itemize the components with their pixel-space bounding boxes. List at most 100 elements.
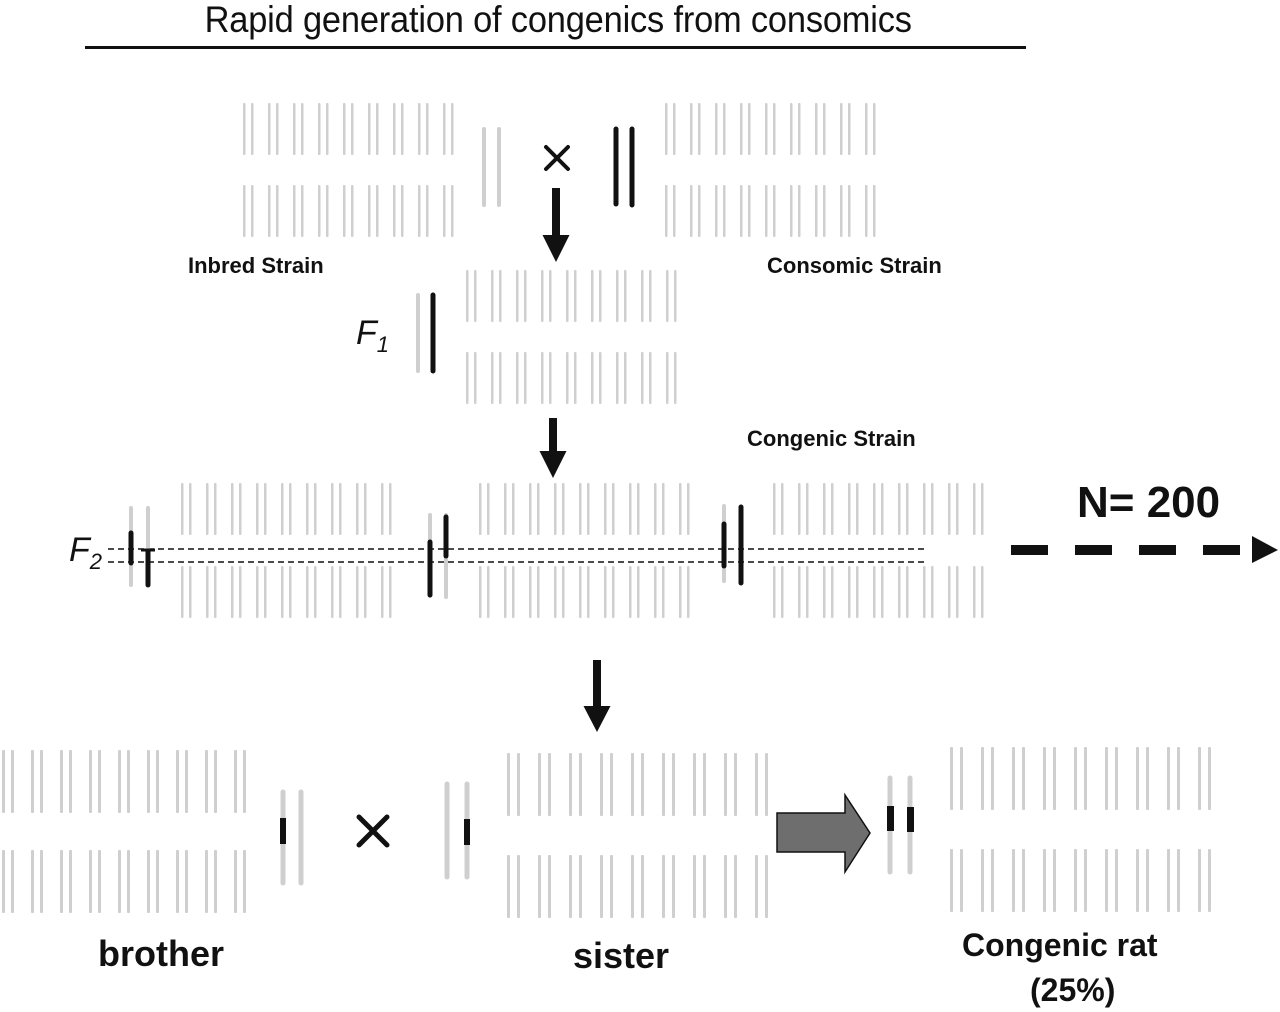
- chromosome: [364, 566, 367, 618]
- chromosome: [214, 566, 217, 618]
- chromosome: [156, 850, 159, 913]
- chromosome: [662, 855, 665, 918]
- chromosome: [499, 270, 502, 322]
- congenic-rat-percentage: (25%): [1030, 972, 1116, 1008]
- chromosome: [189, 566, 192, 618]
- f2-label: F2: [69, 531, 102, 575]
- chromosome: [343, 185, 346, 237]
- block-right-arrow-icon: [776, 792, 871, 875]
- chromosome: [906, 566, 909, 618]
- title-text: Rapid generation of congenics from conso…: [204, 0, 912, 40]
- title-underline: [85, 46, 1026, 49]
- chromosome: [641, 753, 644, 816]
- chromosome: [231, 566, 234, 618]
- chromosome: [823, 566, 826, 618]
- chromosome: [641, 352, 644, 404]
- chromosome: [755, 855, 758, 918]
- chromosome: [579, 483, 582, 535]
- chromosome: [206, 566, 209, 618]
- chromosome: [516, 352, 519, 404]
- chromosome: [276, 103, 279, 155]
- chromosome: [641, 270, 644, 322]
- chromosome: [848, 483, 851, 535]
- chromosome: [765, 103, 768, 155]
- chromosome: [276, 185, 279, 237]
- chromosome: [504, 566, 507, 618]
- chromosome: [631, 753, 634, 816]
- chromosome: [1115, 849, 1118, 912]
- down-arrow-icon: [583, 660, 611, 732]
- arrow-shaft: [549, 418, 557, 451]
- chromosome: [118, 750, 121, 813]
- chromosome: [538, 855, 541, 918]
- chromosome: [673, 185, 676, 237]
- f2-base: F: [69, 531, 90, 569]
- chromosome: [537, 483, 540, 535]
- chromosome: [339, 566, 342, 618]
- chromosome: [740, 103, 743, 155]
- chromosome: [268, 103, 271, 155]
- chromosome: [881, 483, 884, 535]
- chromosome: [1105, 849, 1108, 912]
- chromosome: [314, 566, 317, 618]
- chromosome: [923, 566, 926, 618]
- chromosome: [679, 483, 682, 535]
- chromosome: [256, 566, 259, 618]
- chromosome: [234, 850, 237, 913]
- chromosome: [512, 483, 515, 535]
- dash-segment: [1011, 545, 1048, 555]
- chromosome: [798, 566, 801, 618]
- chromosome: [698, 185, 701, 237]
- chromosome: [616, 270, 619, 322]
- chromosome: [181, 483, 184, 535]
- f1-subscript: 1: [376, 332, 390, 357]
- chromosome: [773, 483, 776, 535]
- chromosome: [740, 185, 743, 237]
- chromosome: [418, 185, 421, 237]
- chromosome: [189, 483, 192, 535]
- chromosome: [127, 750, 130, 813]
- f1-genome: [466, 270, 677, 404]
- dash-segment: [1203, 545, 1240, 555]
- chromosome: [301, 103, 304, 155]
- cross-icon: [356, 814, 390, 848]
- dash-segment: [1075, 545, 1112, 555]
- chromosome: [1208, 849, 1211, 912]
- chromosome: [666, 352, 669, 404]
- brother-genome: [2, 750, 246, 913]
- chromosome: [662, 566, 665, 618]
- chromosome: [781, 483, 784, 535]
- chromosome: [1053, 747, 1056, 810]
- chromosome: [698, 103, 701, 155]
- chromosome: [504, 483, 507, 535]
- chromosome: [948, 566, 951, 618]
- chromosome: [401, 103, 404, 155]
- chromosome: [89, 750, 92, 813]
- chromosome: [981, 747, 984, 810]
- chromosome: [389, 483, 392, 535]
- chromosome: [690, 185, 693, 237]
- f2-genome-1: [181, 483, 392, 618]
- chromosome: [562, 566, 565, 618]
- chromosome: [591, 270, 594, 322]
- chromosome: [823, 103, 826, 155]
- f1-label: F1: [356, 314, 389, 358]
- chromosome: [687, 483, 690, 535]
- chromosome: [765, 855, 768, 918]
- chromosome: [541, 270, 544, 322]
- chromosome: [948, 483, 951, 535]
- chromosome: [981, 483, 984, 535]
- chromosome: [401, 185, 404, 237]
- chromosome: [289, 483, 292, 535]
- f2-subscript: 2: [89, 549, 103, 574]
- f2-genome-2: [479, 483, 690, 618]
- chromosome: [281, 483, 284, 535]
- chromosome: [1105, 747, 1108, 810]
- chromosome: [1146, 747, 1149, 810]
- chromosome: [666, 270, 669, 322]
- chromosome: [426, 103, 429, 155]
- chromosome: [973, 566, 976, 618]
- chromosome: [301, 185, 304, 237]
- n-count-label: N= 200: [1077, 478, 1221, 527]
- chromosome: [960, 849, 963, 912]
